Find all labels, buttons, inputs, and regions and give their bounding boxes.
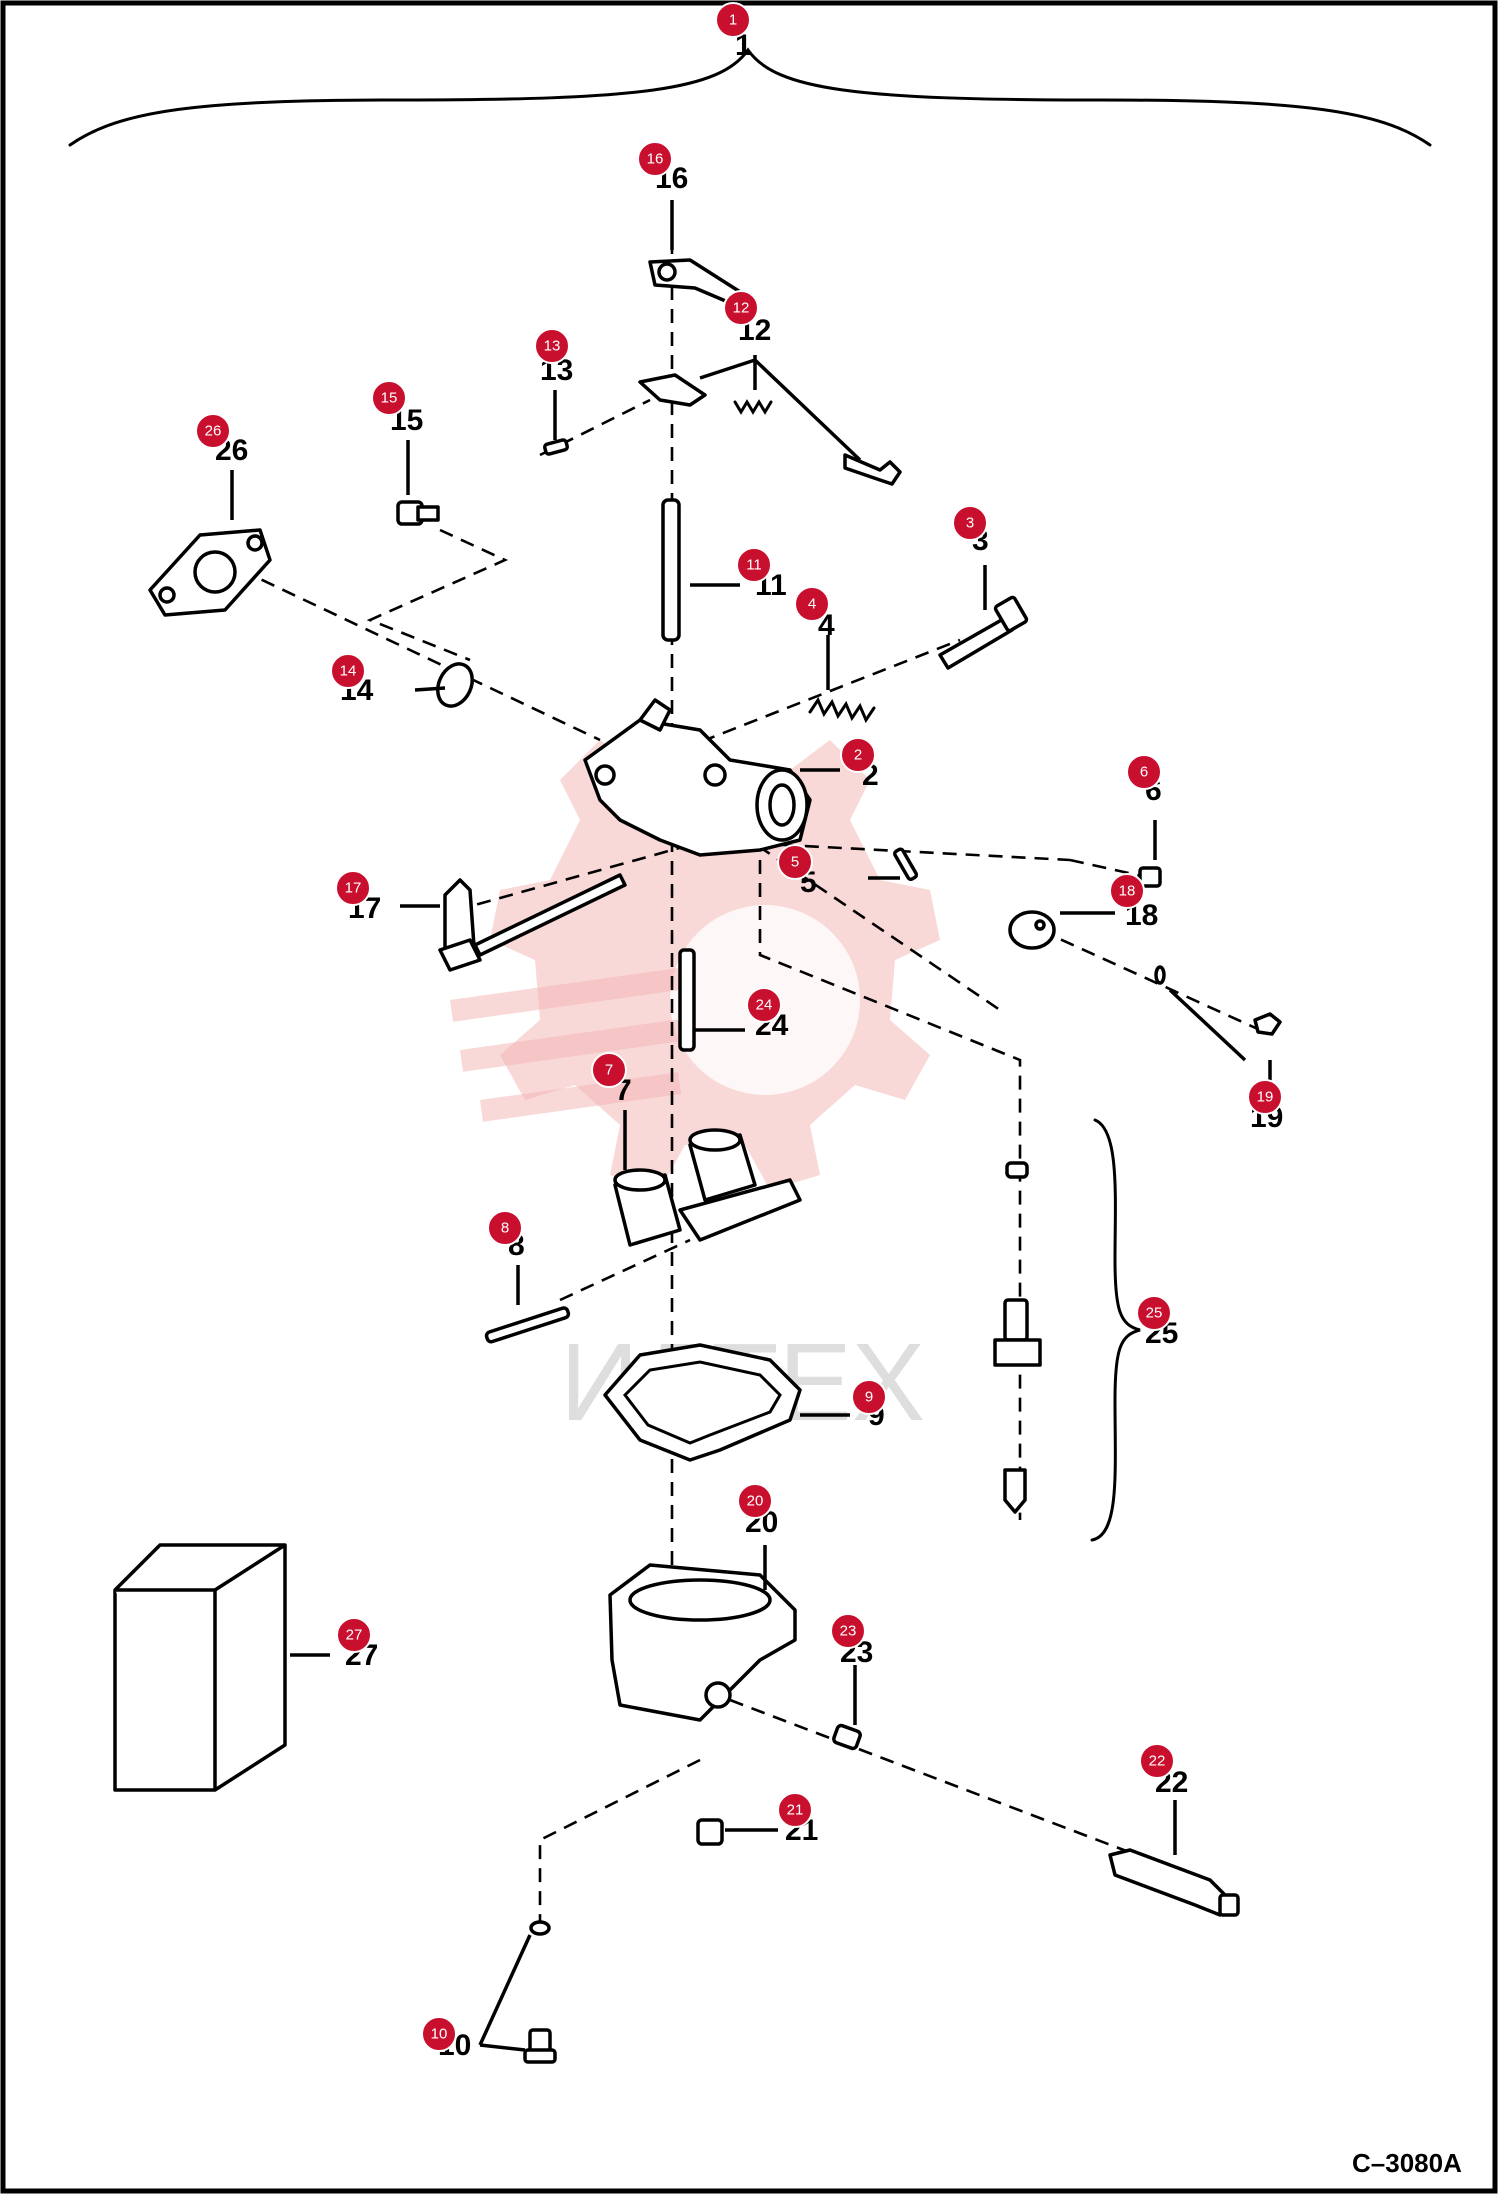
callout-2: 2 [840, 737, 876, 773]
svg-text:19: 19 [1257, 1089, 1274, 1106]
assembly-brace [68, 47, 1432, 147]
svg-text:13: 13 [544, 338, 561, 355]
callout-7: 7 [591, 1052, 627, 1088]
callout-18: 18 [1109, 873, 1145, 909]
part-4-spring [808, 696, 876, 724]
leader-lines [230, 200, 1272, 2052]
callout-16: 16 [637, 141, 673, 177]
part-8-pin [484, 1306, 571, 1344]
callout-22: 22 [1139, 1743, 1175, 1779]
part-6-screw [1138, 866, 1162, 888]
part-25-needle-kit [993, 1161, 1042, 1514]
part-10-screw [523, 1920, 557, 2064]
callout-10: 10 [421, 2016, 457, 2052]
svg-text:20: 20 [747, 1493, 764, 1510]
callout-15: 15 [371, 380, 407, 416]
part-12-lever [638, 373, 902, 486]
svg-text:6: 6 [1140, 764, 1148, 781]
svg-text:7: 7 [605, 1062, 613, 1079]
callout-3: 3 [952, 505, 988, 541]
part-24-shaft [678, 948, 696, 1052]
callout-4: 4 [794, 586, 830, 622]
part-7-float [613, 1128, 802, 1247]
svg-text:27: 27 [346, 1627, 363, 1644]
part-23-screw [832, 1723, 862, 1751]
svg-text:10: 10 [431, 2026, 448, 2043]
svg-text:12: 12 [733, 300, 750, 317]
callout-11: 11 [736, 547, 772, 583]
part-15-screw [396, 500, 440, 526]
callout-24: 24 [746, 987, 782, 1023]
part-11-shaft [661, 498, 681, 642]
svg-text:22: 22 [1149, 1753, 1166, 1770]
callout-27: 27 [336, 1617, 372, 1653]
part-3-needle [938, 595, 1029, 670]
part-14-plate [436, 662, 474, 708]
svg-text:4: 4 [808, 596, 816, 613]
svg-text:26: 26 [205, 423, 222, 440]
part-number: 1 [735, 29, 752, 62]
kit-brace [1090, 1118, 1141, 1542]
callout-badges: 1 2 3 4 5 6 7 8 9 10 11 12 13 14 15 16 1… [195, 2, 1283, 2052]
svg-text:23: 23 [840, 1623, 857, 1640]
part-5-pin [893, 847, 919, 882]
figure-reference: C–3080A [1352, 2148, 1462, 2178]
callout-12: 12 [723, 290, 759, 326]
part-22-plug [1108, 1848, 1240, 1917]
part-21-screw [696, 1818, 724, 1846]
callout-23: 23 [830, 1613, 866, 1649]
svg-text:14: 14 [340, 663, 357, 680]
callout-17: 17 [335, 870, 371, 906]
callout-6: 6 [1126, 754, 1162, 790]
callout-13: 13 [534, 328, 570, 364]
svg-text:17: 17 [345, 880, 362, 897]
part-13-pin [543, 438, 569, 456]
svg-text:2: 2 [854, 747, 862, 764]
callout-14: 14 [330, 653, 366, 689]
svg-text:9: 9 [865, 1389, 873, 1406]
svg-text:3: 3 [966, 515, 974, 532]
part-20-float-bowl [608, 1563, 797, 1722]
svg-text:18: 18 [1119, 883, 1136, 900]
svg-text:16: 16 [647, 151, 664, 168]
callout-21: 21 [777, 1792, 813, 1828]
part-19-screw [1154, 965, 1282, 1036]
callout-20: 20 [737, 1483, 773, 1519]
svg-text:11: 11 [746, 557, 762, 574]
callout-1: 1 [715, 2, 751, 38]
svg-text:21: 21 [787, 1802, 804, 1819]
svg-text:5: 5 [791, 854, 799, 871]
part-17-shaft [438, 873, 627, 972]
part-26-gasket [148, 528, 272, 617]
part-27-filter [113, 1543, 287, 1792]
svg-text:1: 1 [729, 12, 737, 29]
callout-25: 25 [1136, 1295, 1172, 1331]
callout-8: 8 [487, 1210, 523, 1246]
svg-text:24: 24 [756, 997, 773, 1014]
callout-26: 26 [195, 413, 231, 449]
part-18-washer [1008, 910, 1056, 950]
svg-text:25: 25 [1146, 1305, 1163, 1322]
callout-9: 9 [851, 1379, 887, 1415]
part-2-carburetor-body [583, 698, 812, 857]
callout-19: 19 [1247, 1079, 1283, 1115]
svg-text:8: 8 [501, 1220, 509, 1237]
part-9-gasket [603, 1343, 802, 1462]
svg-text:15: 15 [381, 390, 398, 407]
callout-5: 5 [777, 844, 813, 880]
